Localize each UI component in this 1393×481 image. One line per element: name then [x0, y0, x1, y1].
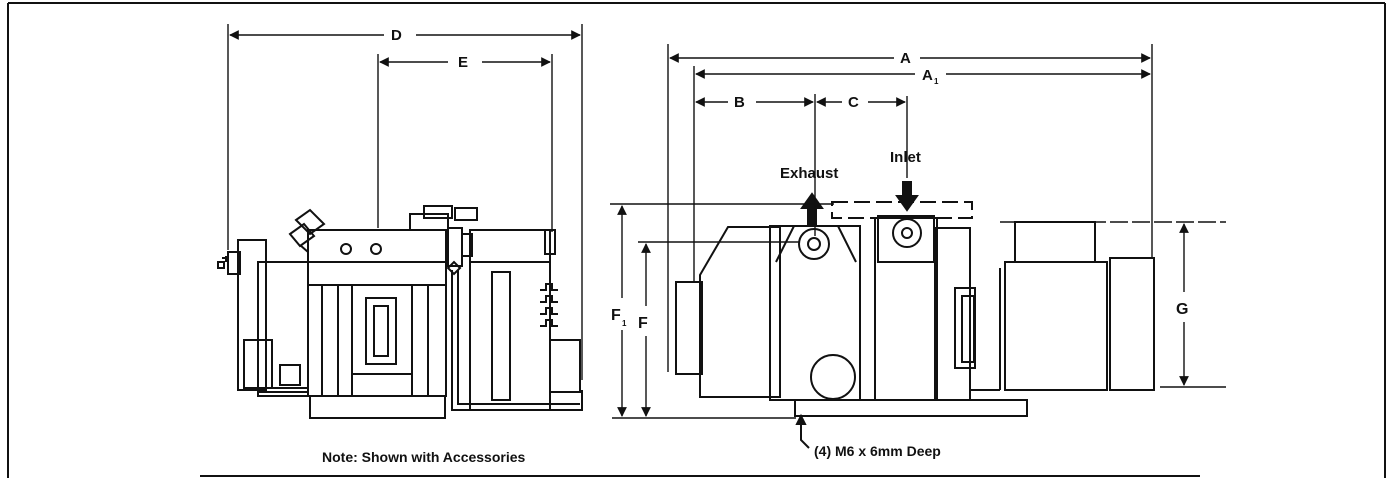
dim-f-label: F — [638, 315, 648, 332]
dim-e-label: E — [458, 54, 468, 71]
dim-c-label: C — [848, 94, 859, 111]
accessories-note: Note: Shown with Accessories — [322, 449, 526, 465]
side-view-dimensions — [227, 24, 583, 380]
dim-a-label: A — [900, 50, 911, 67]
front-view-dimensions — [610, 44, 1226, 419]
dim-g-label: G — [1176, 301, 1188, 318]
mounting-note: (4) M6 x 6mm Deep — [814, 443, 941, 459]
drawing-frame — [7, 2, 1386, 478]
dim-f1-subscript: 1 — [622, 319, 627, 328]
side-view — [217, 205, 583, 419]
inlet-label: Inlet — [890, 149, 921, 166]
dim-f1-label: F — [611, 307, 621, 324]
drawing-labels: D E A A 1 B C Inlet Exhaust F 1 F G (4) … — [322, 27, 1188, 465]
exhaust-label: Exhaust — [780, 165, 838, 182]
dim-d-label: D — [391, 27, 402, 44]
dim-a1-subscript: 1 — [934, 77, 939, 86]
dim-a1-label: A — [922, 67, 933, 84]
dim-b-label: B — [734, 94, 745, 111]
